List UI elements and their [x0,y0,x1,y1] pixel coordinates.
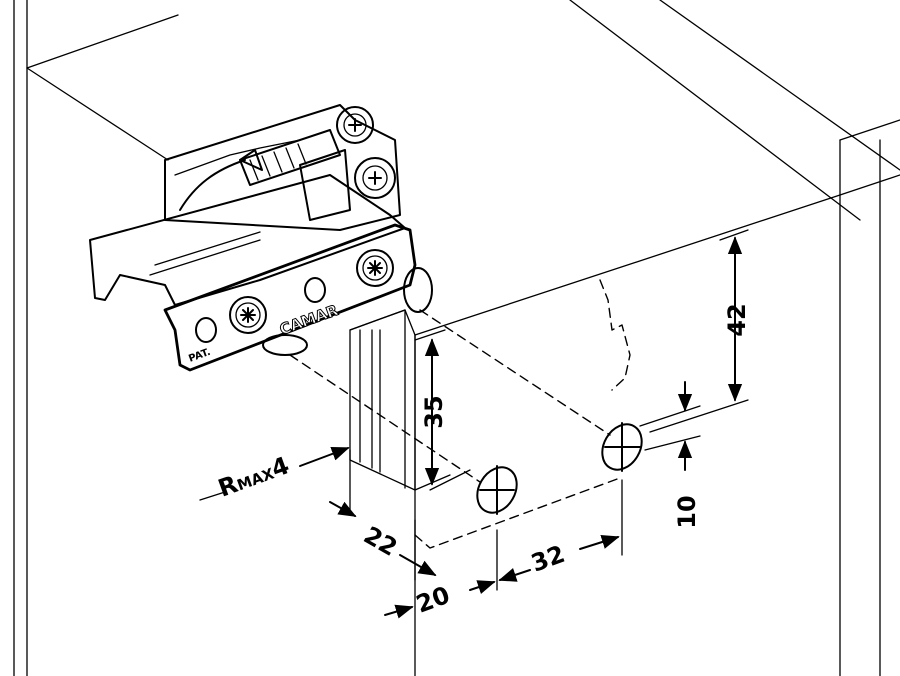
dimension-42-label: 42 [723,303,751,336]
rmax4-sub: MAX [235,464,277,494]
brand-label: CAMAR [277,301,341,339]
dimension-35-label: 35 [420,395,448,428]
rmax4-label: RMAX4 [214,451,292,502]
dimension-42: 42 [649,229,751,433]
dimension-10-label: 10 [673,495,701,528]
adjust-screw [239,129,341,186]
dimension-22: 22 [329,449,437,581]
dimension-35: 35 [414,329,448,486]
dimension-10: 10 [639,381,701,529]
dimension-20-label: 20 [412,581,453,619]
dimension-22-label: 22 [359,521,402,562]
cabinet-outline [13,0,900,676]
drill-holes [476,422,643,515]
right-drill-hole [601,423,643,471]
dimension-20-32: 20 32 [384,479,623,619]
dimension-32-label: 32 [527,540,568,578]
left-drill-hole [476,466,518,514]
projection-lines [289,279,631,549]
rail-block [349,309,416,491]
dimension-rmax4: RMAX4 [199,446,350,503]
cabinet-hanger: CAMAR PAT. [89,104,433,372]
